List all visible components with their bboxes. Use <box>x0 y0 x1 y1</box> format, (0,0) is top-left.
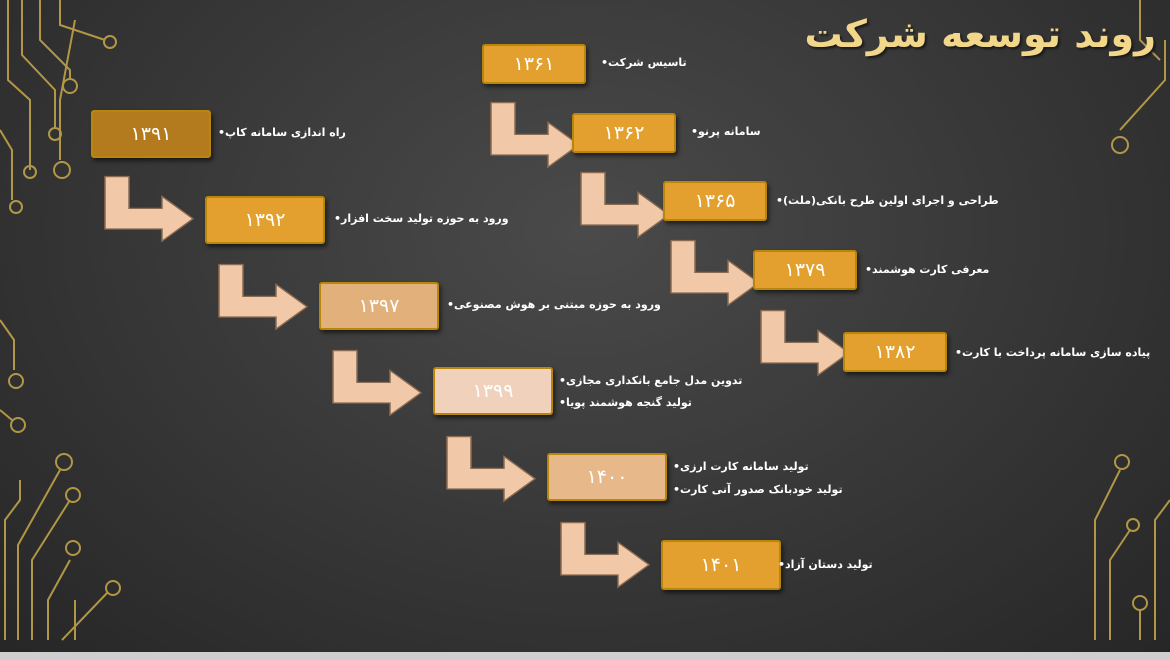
year-box: ۱۳۹۲ <box>205 196 325 244</box>
bullet: • <box>673 460 681 473</box>
year-label: ۱۳۶۵ <box>694 190 736 212</box>
year-label: ۱۳۶۲ <box>603 122 645 144</box>
milestone-text: تولید سامانه کارت ارزی <box>680 460 809 473</box>
step-arrow <box>760 309 851 377</box>
milestone-label: معرفی کارت هوشمند• <box>862 263 989 276</box>
slide-title: روند توسعه شرکت <box>804 12 1156 56</box>
milestone-text: تولید خودبانک صدور آنی کارت <box>680 483 843 496</box>
year-box: ۱۳۶۱ <box>482 44 586 84</box>
year-label: ۱۴۰۰ <box>586 466 628 488</box>
year-box: ۱۳۶۲ <box>572 113 676 153</box>
year-box: ۱۳۶۵ <box>663 181 767 221</box>
step-arrow <box>560 521 651 589</box>
bullet: • <box>334 212 342 225</box>
year-label: ۱۳۶۱ <box>513 53 555 75</box>
milestone-label: تاسیس شرکت• <box>598 56 687 69</box>
milestone-text: ورود به حوزه تولید سخت افزار <box>341 212 509 225</box>
milestone-label: تدوین مدل جامع بانکداری مجازی• <box>556 374 742 387</box>
milestone-label: تولید دستان آزاد• <box>775 558 873 571</box>
milestone-label: تولید سامانه کارت ارزی• <box>670 460 809 473</box>
year-label: ۱۴۰۱ <box>700 554 742 576</box>
bullet: • <box>865 263 873 276</box>
milestone-label: طراحی و اجرای اولین طرح بانکی(ملت)• <box>773 194 999 207</box>
milestone-label: سامانه پرنو• <box>688 125 761 138</box>
year-label: ۱۳۹۹ <box>472 380 514 402</box>
bullet: • <box>691 125 699 138</box>
bullet: • <box>559 396 567 409</box>
milestone-text: تولید گنجه هوشمند پویا <box>566 396 692 409</box>
year-label: ۱۳۹۲ <box>244 209 286 231</box>
year-label: ۱۳۸۲ <box>874 341 916 363</box>
year-label: ۱۳۹۷ <box>358 295 400 317</box>
milestone-text: تدوین مدل جامع بانکداری مجازی <box>566 374 743 387</box>
step-arrow <box>332 349 423 417</box>
milestone-text: تاسیس شرکت <box>608 56 687 69</box>
milestone-text: تولید دستان آزاد <box>785 558 873 571</box>
bullet: • <box>601 56 609 69</box>
step-arrow <box>218 263 309 331</box>
slide-bottom-bar <box>0 652 1170 660</box>
step-arrow <box>490 101 581 169</box>
milestone-text: سامانه پرنو <box>698 125 761 138</box>
milestone-label: پیاده سازی سامانه پرداخت با کارت• <box>952 346 1150 359</box>
step-arrow <box>446 435 537 503</box>
year-box: ۱۳۹۱ <box>91 110 211 158</box>
year-box: ۱۳۷۹ <box>753 250 857 290</box>
milestone-label: تولید خودبانک صدور آنی کارت• <box>670 483 843 496</box>
step-arrow <box>104 175 195 243</box>
milestone-label: ورود به حوزه مبتنی بر هوش مصنوعی• <box>444 298 661 311</box>
bullet: • <box>673 483 681 496</box>
bullet: • <box>218 126 226 139</box>
milestone-text: راه اندازی سامانه کاپ <box>225 126 346 139</box>
bullet: • <box>776 194 784 207</box>
milestone-label: تولید گنجه هوشمند پویا• <box>556 396 692 409</box>
bullet: • <box>778 558 786 571</box>
milestone-label: راه اندازی سامانه کاپ• <box>215 126 346 139</box>
milestone-text: ورود به حوزه مبتنی بر هوش مصنوعی <box>454 298 661 311</box>
year-box: ۱۳۹۹ <box>433 367 553 415</box>
year-label: ۱۳۹۱ <box>130 123 172 145</box>
year-box: ۱۴۰۱ <box>661 540 781 590</box>
year-box: ۱۳۸۲ <box>843 332 947 372</box>
year-label: ۱۳۷۹ <box>784 259 826 281</box>
milestone-text: پیاده سازی سامانه پرداخت با کارت <box>962 346 1151 359</box>
bullet: • <box>955 346 963 359</box>
milestone-text: معرفی کارت هوشمند <box>872 263 990 276</box>
milestone-text: طراحی و اجرای اولین طرح بانکی(ملت) <box>783 194 999 207</box>
step-arrow <box>670 239 761 307</box>
bullet: • <box>447 298 455 311</box>
year-box: ۱۳۹۷ <box>319 282 439 330</box>
milestone-label: ورود به حوزه تولید سخت افزار• <box>331 212 509 225</box>
year-box: ۱۴۰۰ <box>547 453 667 501</box>
step-arrow <box>580 171 671 239</box>
bullet: • <box>559 374 567 387</box>
